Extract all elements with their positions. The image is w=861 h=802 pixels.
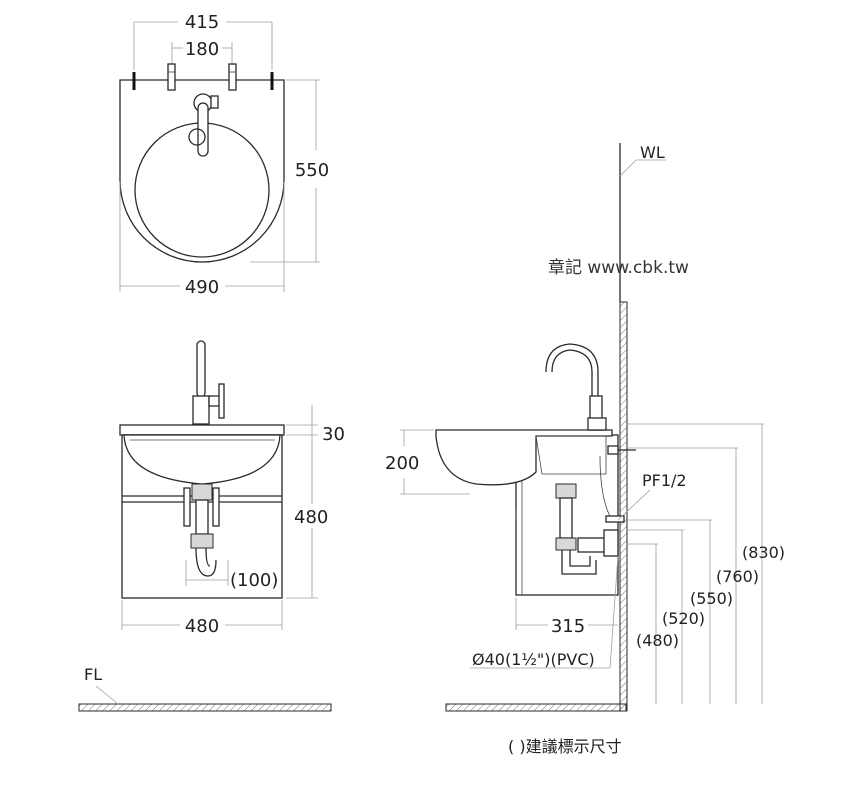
- dim-cabinet-depth: 315: [515, 598, 618, 637]
- dim-cabinet-width-label: 480: [185, 616, 219, 637]
- dim-heights: (830) (760) (550) (520) (480): [628, 423, 785, 704]
- drain-trap-front: [183, 483, 220, 577]
- faucet-side-view: [545, 343, 607, 431]
- floor-slab-right: [445, 703, 627, 712]
- height-830: (830): [742, 543, 785, 562]
- dim-trap-offset: (100): [185, 560, 278, 591]
- dim-cabinet-height: 480: [286, 504, 332, 599]
- height-550: (550): [690, 589, 733, 608]
- dim-trap-offset-label: (100): [230, 570, 278, 591]
- faucet-top-view: [188, 93, 219, 157]
- height-760: (760): [716, 567, 759, 586]
- floor-label: FL: [84, 665, 102, 684]
- dim-rim: 30: [286, 405, 345, 598]
- height-520: (520): [662, 609, 705, 628]
- dim-depth: 550: [250, 79, 329, 263]
- basin-outline-top: [119, 79, 285, 263]
- watermark-text: 章記 www.cbk.tw: [548, 258, 689, 278]
- basin-rim-front: [119, 424, 285, 436]
- floor: FL: [78, 665, 627, 712]
- side-view: WL PF1/2: [385, 143, 785, 712]
- dim-rim-label: 30: [322, 424, 345, 445]
- dim-bowl-depth-label: 200: [385, 453, 419, 474]
- dim-depth-label: 550: [295, 160, 329, 181]
- dim-overall-width-label: 415: [185, 12, 219, 33]
- dim-overall-width: 415: [133, 12, 273, 70]
- dim-bowl-depth: 200: [385, 429, 470, 495]
- drain-callout: Ø40(1½")(PVC): [470, 555, 619, 669]
- dim-basin-width: 490: [119, 182, 285, 298]
- supply-label: PF1/2: [642, 471, 687, 490]
- basin-side: [435, 429, 613, 486]
- supply-valve: PF1/2: [599, 445, 687, 523]
- drain-trap-side: [555, 483, 619, 575]
- dim-cabinet-height-label: 480: [294, 507, 328, 528]
- hanger-screw-right: [228, 63, 237, 91]
- dim-cabinet-depth-label: 315: [551, 616, 585, 637]
- front-view: 30 480 (100) 480: [119, 340, 345, 637]
- dim-basin-width-label: 490: [185, 277, 219, 298]
- dim-cabinet-width: 480: [121, 600, 283, 637]
- footnote-text: ( )建議標示尺寸: [508, 737, 622, 756]
- height-480: (480): [636, 631, 679, 650]
- faucet-front-view: [192, 340, 225, 425]
- dim-tap-spacing-label: 180: [185, 39, 219, 60]
- hanger-screw-left: [167, 63, 176, 91]
- floor-slab-left: [78, 703, 332, 712]
- wall-label: WL: [640, 143, 665, 162]
- dim-tap-spacing: 180: [171, 39, 233, 70]
- top-view: 415 180: [119, 12, 329, 298]
- drain-label: Ø40(1½")(PVC): [472, 650, 595, 669]
- wall-section: [619, 301, 628, 712]
